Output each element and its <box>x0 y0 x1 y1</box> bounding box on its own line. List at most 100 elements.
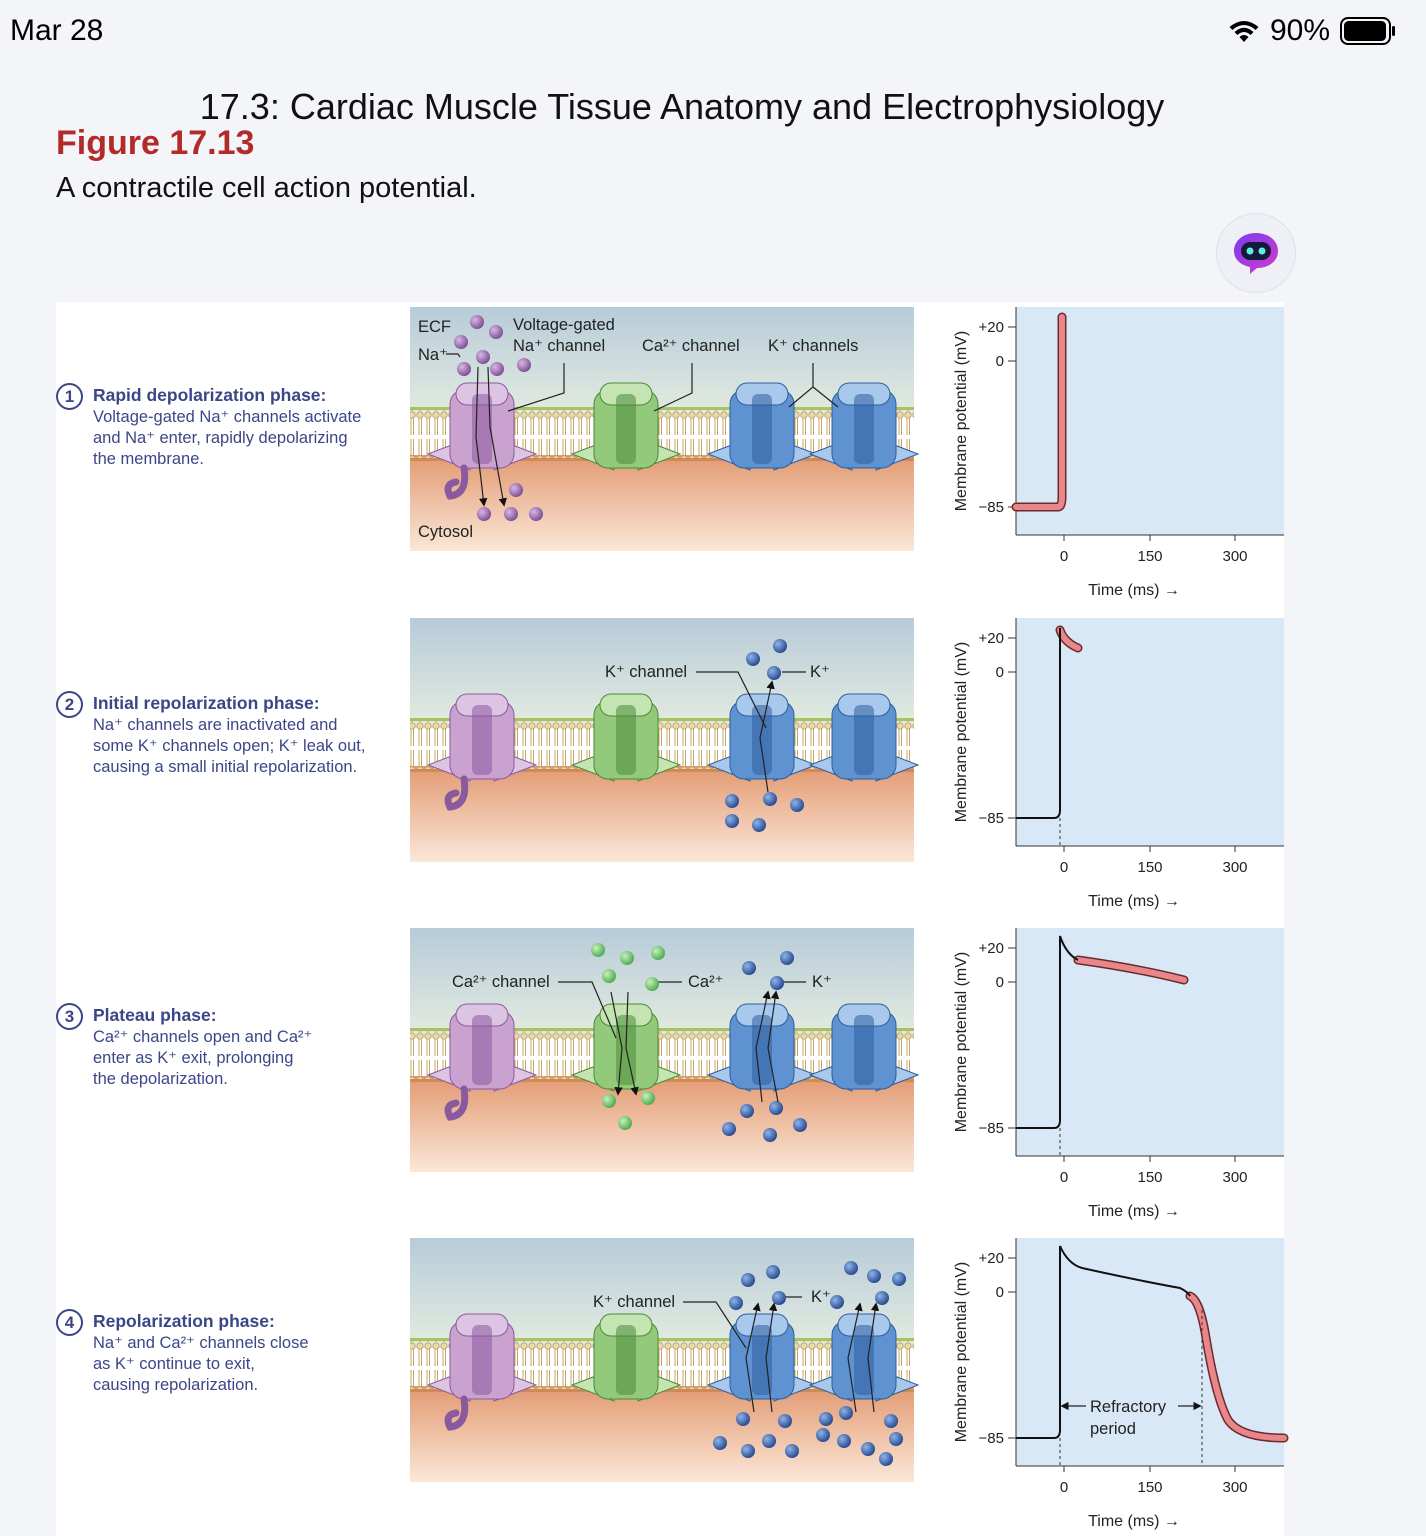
k-ion <box>892 1272 906 1286</box>
membrane-diagram: Ca²⁺ channel Ca²⁺ K⁺ <box>410 928 920 1172</box>
channel-pore <box>472 705 492 775</box>
k-ion-label: K⁺ <box>811 1288 831 1306</box>
k-ion <box>762 1434 776 1448</box>
k-ion <box>819 1412 833 1426</box>
k-ion <box>770 976 784 990</box>
membrane-outer-edge <box>410 1338 914 1341</box>
channel-pore <box>854 1325 874 1395</box>
na-leader <box>446 353 461 358</box>
x-tick-label: 150 <box>1137 1169 1162 1186</box>
k-channel-b <box>808 1003 920 1092</box>
y-axis-label: Membrane potential (mV) <box>953 642 970 823</box>
ca-ion <box>618 1116 632 1130</box>
x-axis-label: Time (ms) → <box>1088 893 1180 910</box>
cytosol-region <box>410 1386 914 1482</box>
graph-highlight <box>1187 1293 1287 1441</box>
x-tick-label: 0 <box>1060 859 1068 876</box>
k-channel-leader-b <box>812 386 839 408</box>
x-axis-label: Time (ms) → <box>1088 1203 1180 1220</box>
ai-assistant-button[interactable] <box>1216 213 1296 293</box>
ca-ion <box>641 1091 655 1105</box>
ca-ion-label: Ca²⁺ <box>688 973 723 991</box>
na-channel-leader <box>507 363 565 412</box>
k-channel-a <box>706 693 818 782</box>
y-tick-label: +20 <box>979 940 1004 957</box>
channel-pore <box>472 1325 492 1395</box>
graph-highlight <box>1013 314 1065 510</box>
k-ion <box>713 1436 727 1450</box>
na-ion <box>454 335 468 349</box>
na-arrow-2 <box>487 366 507 507</box>
inactivation-gate <box>444 464 469 500</box>
y-tick-label: 0 <box>996 353 1004 370</box>
na-channel <box>426 1003 538 1121</box>
channel-pore <box>616 705 636 775</box>
ca-ion <box>602 969 616 983</box>
x-tick-label: 150 <box>1137 548 1162 565</box>
y-tick-label: −85 <box>979 810 1004 827</box>
k-ion <box>767 666 781 680</box>
membrane-outer-edge <box>410 718 914 721</box>
ca-ion <box>620 951 634 965</box>
k-ion <box>816 1428 830 1442</box>
na-ion <box>489 325 503 339</box>
k-channel-label: K⁺ channel <box>593 1293 675 1311</box>
cytosol-label: Cytosol <box>418 523 473 541</box>
channel-pore <box>752 1015 772 1085</box>
ca-channel-label: Ca²⁺ channel <box>452 973 550 991</box>
inactivation-gate <box>444 1085 469 1121</box>
na-ion <box>517 358 531 372</box>
k-ion <box>844 1261 858 1275</box>
na-ion <box>509 483 523 497</box>
phase-text: Ca²⁺ channels open and Ca²⁺enter as K⁺ e… <box>93 1027 403 1090</box>
k-ion <box>785 1444 799 1458</box>
y-tick-label: +20 <box>979 1250 1004 1267</box>
y-axis-label: Membrane potential (mV) <box>953 952 970 1133</box>
na-channel <box>426 693 538 811</box>
cytosol-region <box>410 455 914 551</box>
phase-text-line: some K⁺ channels open; K⁺ leak out, <box>93 737 366 755</box>
channel-pore <box>752 394 772 464</box>
battery-percent: 90% <box>1269 14 1330 47</box>
inactivation-gate <box>444 775 469 811</box>
battery-icon <box>1340 17 1395 45</box>
k-channel-b <box>808 1313 920 1402</box>
membrane-diagram: K⁺ channel K⁺ <box>410 1238 920 1482</box>
k-ion <box>837 1434 851 1448</box>
x-tick-label: 300 <box>1222 859 1247 876</box>
k-ion <box>752 818 766 832</box>
x-axis-label: Time (ms) → <box>1088 582 1180 599</box>
status-time: Mar 28 <box>10 14 104 47</box>
k-efflux-arrow-1 <box>755 990 771 1103</box>
k-ion <box>736 1412 750 1426</box>
k-ion <box>830 1295 844 1309</box>
k-ion <box>746 652 760 666</box>
y-axis-label: Membrane potential (mV) <box>953 1262 970 1443</box>
graph-area <box>1016 928 1284 1156</box>
refractory-label-1: Refractory <box>1090 1398 1167 1416</box>
k-ion-label: K⁺ <box>812 973 832 991</box>
graph-highlight <box>1075 957 1187 983</box>
phase-number-badge: 1 <box>56 383 83 410</box>
na-ion <box>476 350 490 364</box>
x-tick-label: 0 <box>1060 548 1068 565</box>
channel-pore <box>752 1325 772 1395</box>
phase-number-badge: 4 <box>56 1309 83 1336</box>
x-tick-label: 300 <box>1222 548 1247 565</box>
ca-influx-arrow-1 <box>610 991 623 1096</box>
na-ion <box>529 507 543 521</box>
na-channel <box>426 382 538 500</box>
k-ion <box>773 639 787 653</box>
status-right: 90% <box>1228 14 1396 48</box>
action-potential-trace <box>1016 628 1061 819</box>
k-channel-b <box>808 382 920 471</box>
na-ion <box>504 507 518 521</box>
phase-title: Repolarization phase: <box>93 1311 275 1331</box>
na-label: Na⁺ <box>418 346 448 364</box>
voltage-gated-label-2: Na⁺ channel <box>513 337 605 355</box>
